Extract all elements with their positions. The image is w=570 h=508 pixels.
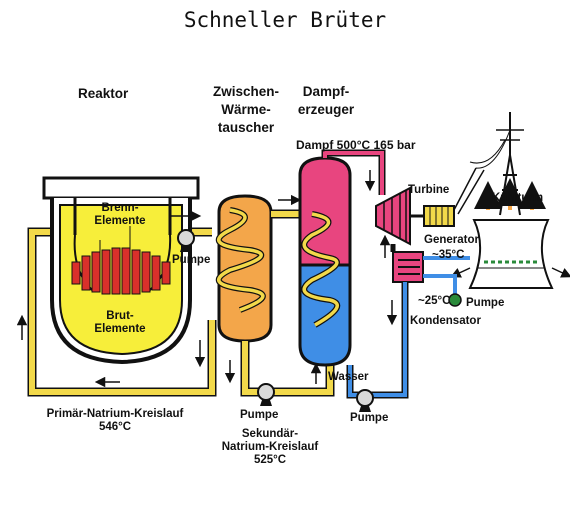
cooling-tower-label: Kühlturm — [492, 192, 544, 204]
steam-generator-label-2: erzeuger — [297, 102, 355, 117]
breeding-elements-label-2: Elemente — [94, 323, 146, 335]
breeding-elements-label-1: Brut- — [106, 310, 134, 322]
water-pump-label: Pumpe — [350, 412, 389, 424]
steam-line — [321, 149, 386, 195]
secondary-pump-label: Pumpe — [240, 409, 279, 421]
turbine-icon — [375, 186, 411, 246]
steam-generator-label-1: Dampf- — [302, 84, 350, 99]
condenser-label: Kondensator — [410, 315, 481, 327]
fuel-elements-label-2: Elemente — [94, 215, 146, 227]
secondary-loop-label-2: Natrium-Kreislauf — [221, 441, 319, 453]
steam-generator — [298, 156, 352, 367]
diagram-title: Schneller Brüter — [183, 8, 387, 32]
heat-exchanger — [215, 194, 273, 343]
water-pump-icon — [356, 389, 374, 412]
condenser-pump-icon — [448, 293, 462, 307]
reactor-vessel — [42, 176, 200, 365]
condenser-icon — [390, 244, 470, 300]
fuel-elements-label-1: Brenn- — [101, 202, 139, 214]
water-label: Wasser — [328, 371, 369, 383]
fuel-elements — [71, 226, 171, 295]
turbine-label: Turbine — [408, 184, 450, 196]
heat-exchanger-label-2: Wärme- — [221, 102, 271, 117]
reactor-label: Reaktor — [78, 86, 129, 101]
flow-arrows — [16, 194, 398, 388]
temp-35-label: ~35°C — [432, 249, 465, 261]
generator-label: Generator — [424, 234, 479, 246]
secondary-loop-label-3: 525°C — [253, 454, 287, 466]
temp-25-label: ~25°C — [418, 295, 451, 307]
steam-conditions-label: Dampf 500°C 165 bar — [296, 138, 416, 152]
condenser-pump-label: Pumpe — [466, 297, 505, 309]
primary-pump-label: Pumpe — [172, 254, 211, 266]
feedwater-line — [346, 282, 409, 399]
cooling-tower-icon — [450, 178, 570, 289]
heat-exchanger-label-3: tauscher — [217, 120, 275, 135]
primary-loop-label-1: Primär-Natrium-Kreislauf — [46, 408, 184, 420]
primary-pump-icon — [177, 229, 195, 252]
secondary-loop-label-1: Sekundär- — [241, 428, 299, 440]
primary-loop-label-2: 546°C — [98, 421, 132, 433]
generator-icon — [410, 205, 455, 227]
secondary-pump-icon — [257, 383, 275, 406]
heat-exchanger-label-1: Zwischen- — [212, 84, 279, 99]
secondary-sodium-loop — [240, 209, 335, 397]
